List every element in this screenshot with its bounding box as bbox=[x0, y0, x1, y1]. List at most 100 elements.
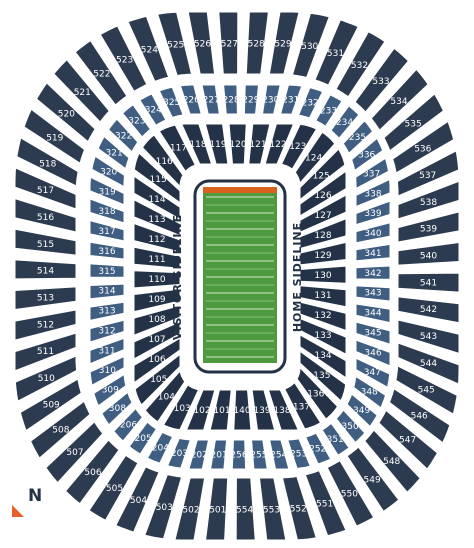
section-323[interactable] bbox=[122, 104, 152, 138]
section-539[interactable] bbox=[397, 211, 460, 243]
section-512[interactable] bbox=[14, 309, 77, 341]
section-114[interactable] bbox=[133, 175, 181, 220]
section-527[interactable] bbox=[218, 11, 239, 75]
section-321[interactable] bbox=[97, 135, 130, 170]
section-128[interactable] bbox=[299, 218, 347, 250]
section-507[interactable] bbox=[45, 421, 104, 484]
section-318[interactable] bbox=[89, 198, 125, 224]
section-317[interactable] bbox=[89, 219, 125, 242]
section-126[interactable] bbox=[299, 170, 347, 217]
section-526[interactable] bbox=[187, 11, 216, 75]
section-346[interactable] bbox=[355, 339, 391, 367]
section-528[interactable] bbox=[245, 11, 269, 75]
section-517[interactable] bbox=[14, 167, 77, 210]
section-227[interactable] bbox=[201, 84, 220, 115]
section-549[interactable] bbox=[346, 446, 400, 512]
section-347[interactable] bbox=[355, 357, 391, 389]
section-134[interactable] bbox=[299, 334, 347, 379]
section-325[interactable] bbox=[158, 86, 184, 118]
section-540[interactable] bbox=[397, 241, 460, 266]
section-505[interactable] bbox=[88, 454, 139, 521]
section-553[interactable] bbox=[258, 477, 287, 541]
section-106[interactable] bbox=[133, 337, 181, 384]
section-116[interactable] bbox=[141, 134, 184, 188]
section-516[interactable] bbox=[14, 198, 77, 233]
section-111[interactable] bbox=[133, 246, 181, 269]
section-541[interactable] bbox=[397, 272, 460, 293]
section-131[interactable] bbox=[299, 285, 347, 308]
section-534[interactable] bbox=[370, 68, 429, 131]
section-232[interactable] bbox=[297, 87, 324, 119]
section-229[interactable] bbox=[243, 84, 260, 115]
section-544[interactable] bbox=[397, 342, 460, 385]
section-350[interactable] bbox=[335, 409, 366, 444]
section-137[interactable] bbox=[284, 381, 322, 430]
section-138[interactable] bbox=[267, 389, 299, 431]
section-529[interactable] bbox=[268, 11, 300, 75]
section-312[interactable] bbox=[89, 319, 125, 343]
section-547[interactable] bbox=[378, 409, 439, 470]
section-130[interactable] bbox=[299, 265, 347, 284]
section-532[interactable] bbox=[335, 31, 386, 98]
section-109[interactable] bbox=[133, 288, 181, 313]
section-542[interactable] bbox=[397, 296, 460, 324]
section-122[interactable] bbox=[264, 123, 295, 165]
section-548[interactable] bbox=[364, 429, 421, 493]
section-349[interactable] bbox=[346, 393, 378, 428]
section-125[interactable] bbox=[299, 148, 346, 201]
section-308[interactable] bbox=[101, 391, 133, 426]
section-315[interactable] bbox=[89, 263, 125, 278]
section-535[interactable] bbox=[383, 93, 445, 152]
section-204[interactable] bbox=[146, 431, 174, 464]
section-253[interactable] bbox=[287, 438, 311, 469]
section-543[interactable] bbox=[397, 319, 460, 354]
section-314[interactable] bbox=[89, 283, 125, 300]
section-105[interactable] bbox=[134, 353, 181, 406]
section-129[interactable] bbox=[299, 241, 347, 266]
section-132[interactable] bbox=[299, 301, 347, 332]
section-509[interactable] bbox=[19, 378, 82, 432]
section-536[interactable] bbox=[392, 120, 455, 174]
section-313[interactable] bbox=[89, 301, 125, 322]
section-506[interactable] bbox=[64, 439, 120, 505]
section-504[interactable] bbox=[115, 466, 160, 533]
section-533[interactable] bbox=[354, 47, 410, 113]
section-538[interactable] bbox=[397, 180, 460, 220]
section-140[interactable] bbox=[233, 389, 252, 431]
section-339[interactable] bbox=[355, 200, 391, 226]
section-338[interactable] bbox=[355, 178, 391, 208]
section-551[interactable] bbox=[304, 470, 347, 537]
section-310[interactable] bbox=[89, 355, 125, 386]
section-552[interactable] bbox=[281, 475, 317, 541]
section-520[interactable] bbox=[35, 82, 96, 143]
section-115[interactable] bbox=[133, 152, 181, 204]
section-252[interactable] bbox=[305, 432, 332, 465]
section-513[interactable] bbox=[14, 286, 77, 311]
section-345[interactable] bbox=[355, 321, 391, 345]
section-322[interactable] bbox=[107, 118, 139, 153]
section-523[interactable] bbox=[99, 25, 148, 92]
section-316[interactable] bbox=[89, 241, 125, 260]
section-139[interactable] bbox=[251, 389, 276, 431]
section-110[interactable] bbox=[133, 270, 181, 289]
section-502[interactable] bbox=[174, 477, 206, 541]
section-546[interactable] bbox=[388, 388, 451, 444]
section-524[interactable] bbox=[127, 15, 170, 82]
section-337[interactable] bbox=[355, 157, 390, 190]
section-226[interactable] bbox=[179, 84, 202, 115]
section-344[interactable] bbox=[355, 303, 391, 324]
section-340[interactable] bbox=[355, 222, 391, 244]
section-521[interactable] bbox=[53, 59, 110, 123]
section-203[interactable] bbox=[167, 437, 191, 469]
section-319[interactable] bbox=[89, 176, 125, 206]
section-234[interactable] bbox=[330, 105, 360, 139]
section-135[interactable] bbox=[299, 350, 347, 402]
section-510[interactable] bbox=[14, 355, 78, 402]
section-530[interactable] bbox=[291, 12, 330, 78]
section-255[interactable] bbox=[251, 439, 268, 470]
section-348[interactable] bbox=[353, 375, 387, 409]
section-254[interactable] bbox=[269, 439, 290, 470]
section-501[interactable] bbox=[205, 477, 229, 541]
section-531[interactable] bbox=[314, 19, 359, 86]
section-511[interactable] bbox=[14, 332, 77, 372]
